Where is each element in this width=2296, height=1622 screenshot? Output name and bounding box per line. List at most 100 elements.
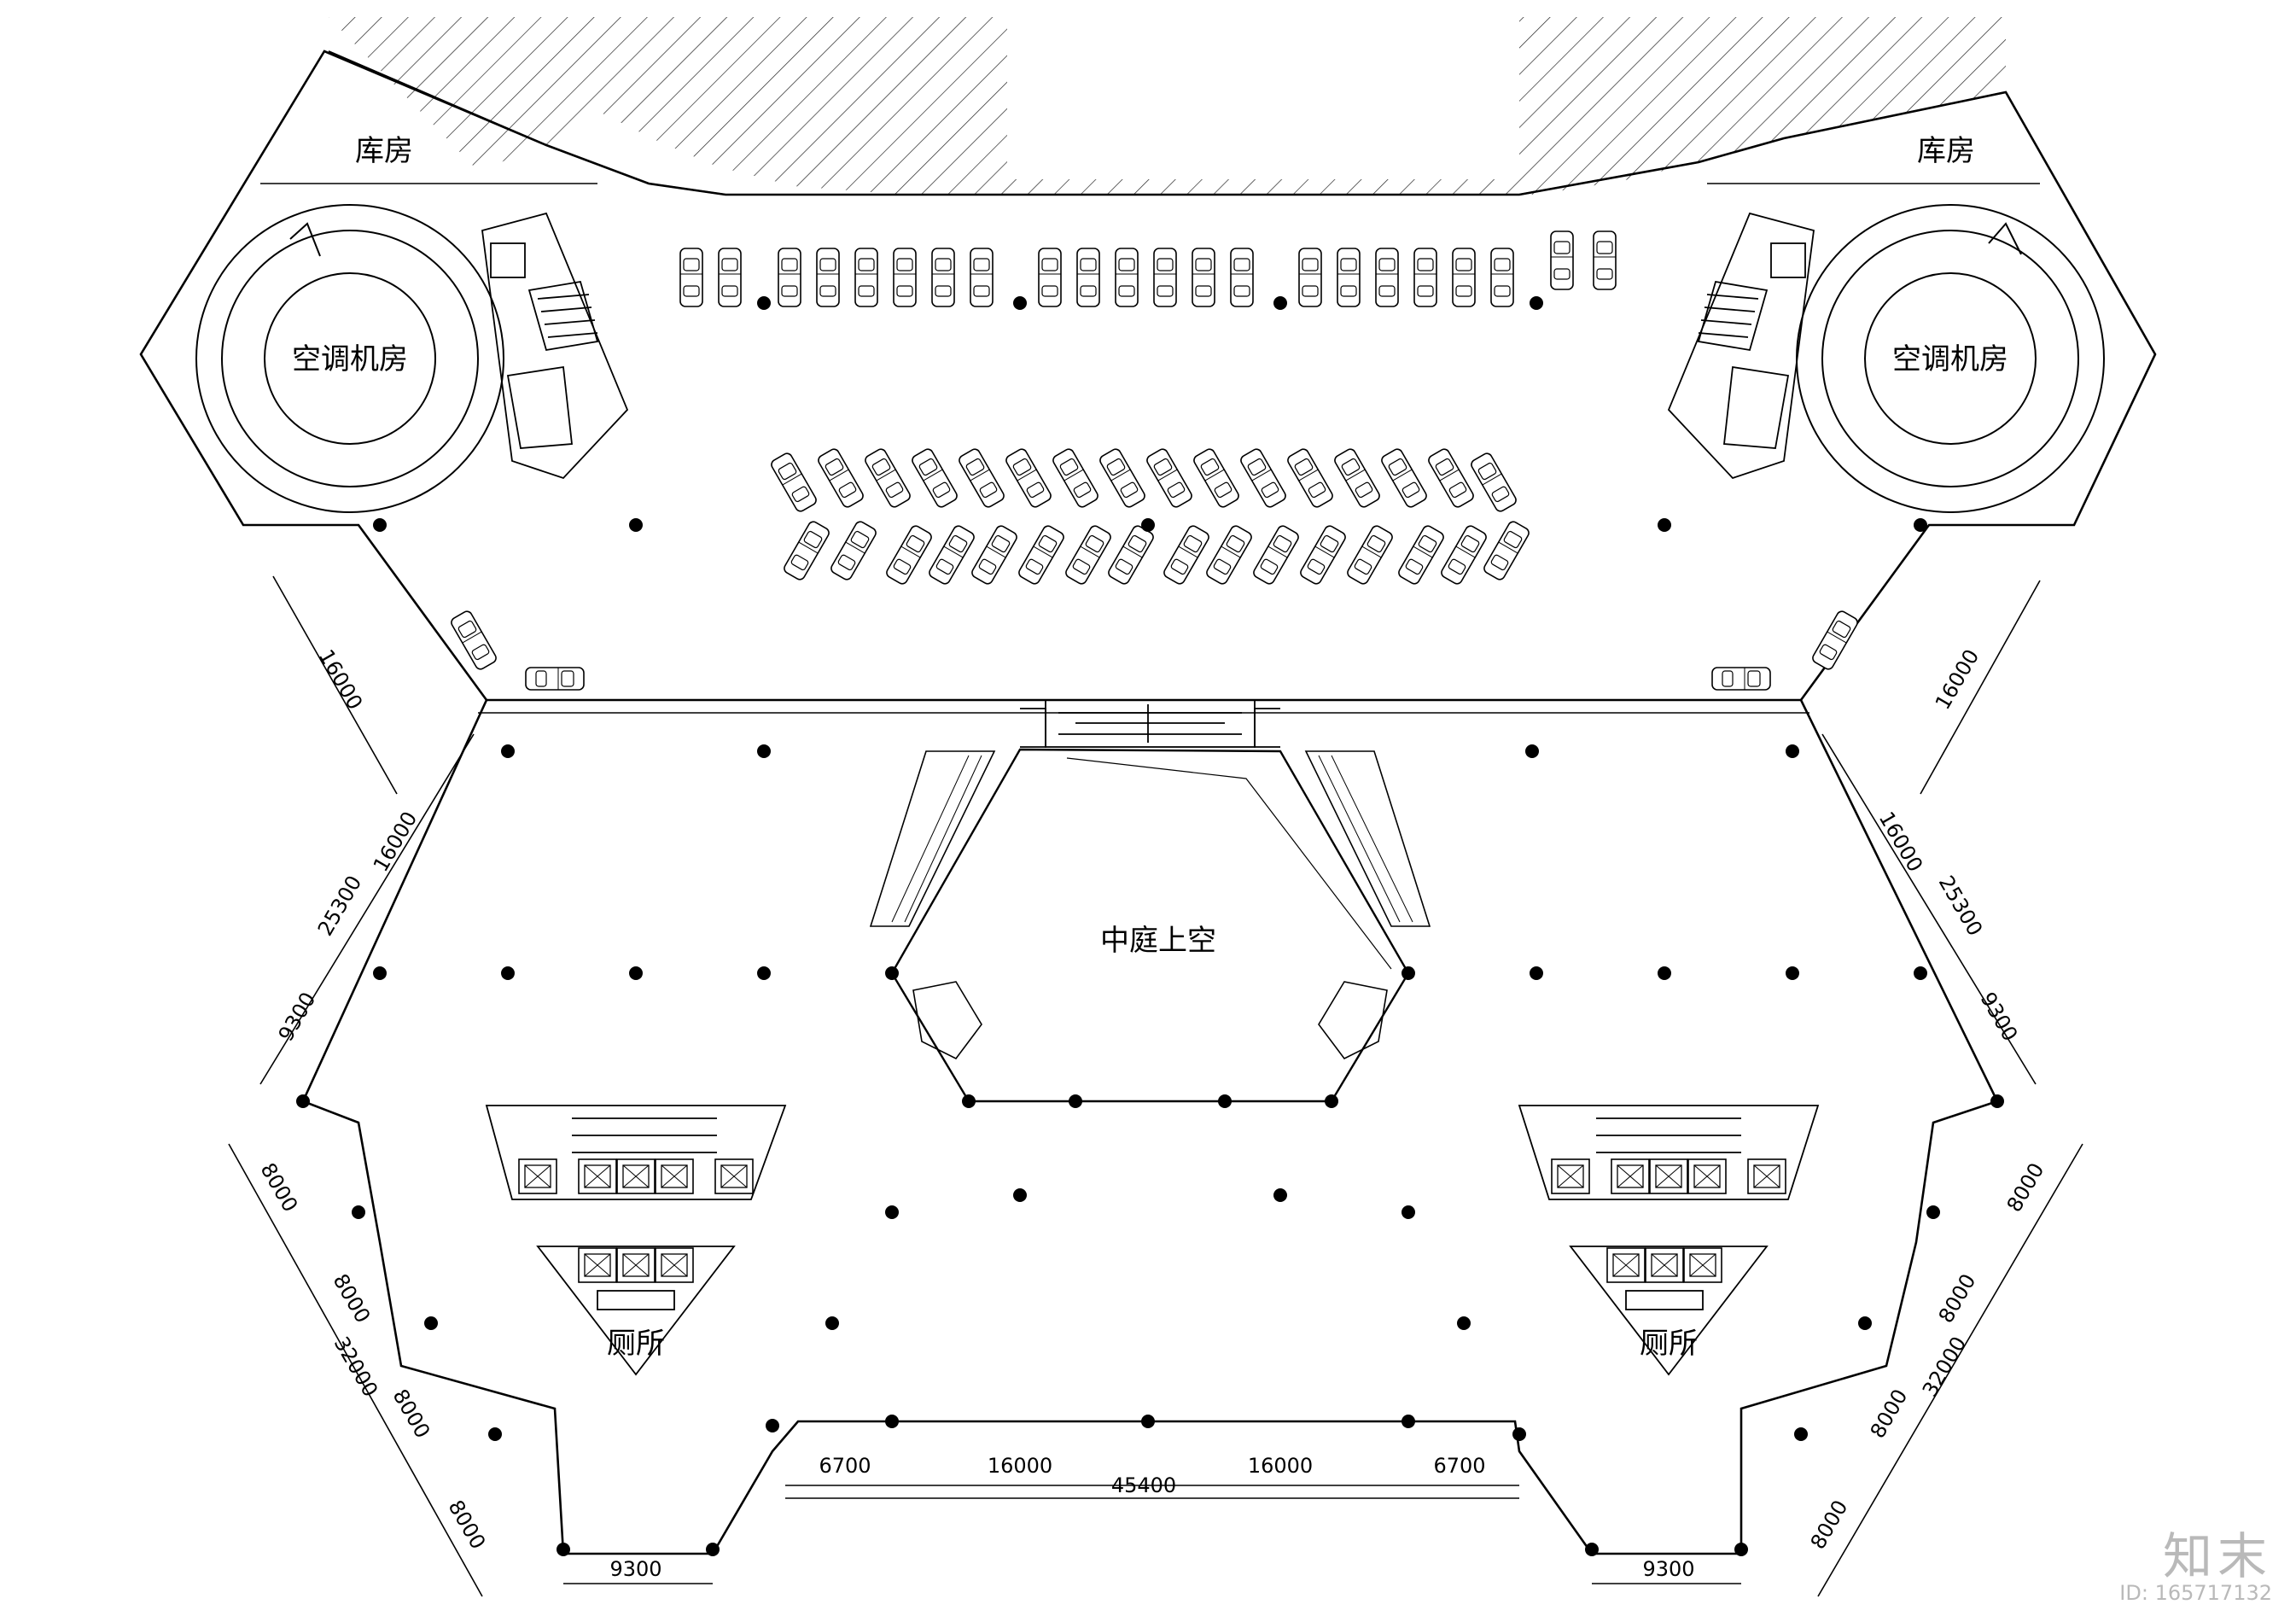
- storage-left-label: 库房: [355, 134, 413, 168]
- column-1: [757, 296, 771, 310]
- dim-right-ramp: 16000: [1931, 645, 1984, 714]
- column-39: [1858, 1316, 1872, 1330]
- column-42: [766, 1419, 779, 1432]
- column-24: [296, 1094, 310, 1108]
- column-30: [352, 1205, 365, 1219]
- watermark-logo: 知末: [2162, 1527, 2272, 1585]
- column-12: [1525, 744, 1539, 758]
- column-48: [706, 1543, 720, 1556]
- dim-bottom-left-width: 9300: [609, 1557, 661, 1581]
- dim-right-diag-1: 8000: [2002, 1159, 2049, 1216]
- column-6: [629, 518, 643, 532]
- atrium-label: 中庭上空: [1100, 924, 1216, 958]
- dim-left-wall-lower: 9300: [274, 989, 321, 1046]
- column-41: [1794, 1427, 1808, 1441]
- column-31: [1013, 1188, 1027, 1202]
- column-21: [1658, 966, 1671, 980]
- watermark-id: ID: 165717132: [2119, 1581, 2272, 1605]
- stair-core-left: [481, 212, 629, 480]
- column-38: [1457, 1316, 1471, 1330]
- dim-left-diag-1: 8000: [256, 1159, 303, 1216]
- dim-right-diag-4: 8000: [1806, 1497, 1853, 1554]
- dimension-lines: [228, 575, 2083, 1597]
- column-8: [1658, 518, 1671, 532]
- dim-bottom-right-width: 9300: [1642, 1557, 1694, 1581]
- column-26: [1069, 1094, 1082, 1108]
- dim-left-diag-3: 8000: [388, 1386, 435, 1443]
- dim-bottom-seg-4: 6700: [1433, 1454, 1485, 1478]
- column-27: [1218, 1094, 1232, 1108]
- column-47: [557, 1543, 570, 1556]
- dim-bottom-seg-1: 6700: [819, 1454, 871, 1478]
- column-7: [1141, 518, 1155, 532]
- dim-right-diag-2: 8000: [1934, 1270, 1981, 1327]
- dim-bottom-total: 45400: [1111, 1473, 1176, 1497]
- toilet-block-left: [536, 1246, 736, 1376]
- column-36: [424, 1316, 438, 1330]
- service-core-left: [485, 1105, 787, 1200]
- column-34: [1401, 1205, 1415, 1219]
- dim-bottom-seg-3: 16000: [1248, 1454, 1313, 1478]
- column-5: [373, 518, 387, 532]
- column-49: [1585, 1543, 1599, 1556]
- parking-row-top: [679, 230, 1617, 307]
- column-23: [1914, 966, 1927, 980]
- column-25: [962, 1094, 976, 1108]
- column-17: [757, 966, 771, 980]
- ac-room-right-label: 空调机房: [1892, 342, 2008, 376]
- column-50: [1734, 1543, 1748, 1556]
- service-core-right: [1518, 1105, 1820, 1200]
- column-33: [885, 1205, 899, 1219]
- dim-left-diag-total: 32000: [329, 1333, 382, 1401]
- structural-columns: [296, 296, 2004, 1556]
- column-46: [1512, 1427, 1526, 1441]
- dim-left-wall-total: 25300: [313, 872, 366, 940]
- watermark: 知末 ID: 165717132: [2119, 1532, 2272, 1605]
- dim-right-wall-lower: 9300: [1976, 989, 2023, 1046]
- toilet-block-right: [1569, 1246, 1769, 1376]
- dim-right-diag-total: 32000: [1918, 1333, 1971, 1401]
- column-10: [501, 744, 515, 758]
- toilet-right-label: 厕所: [1640, 1327, 1698, 1361]
- toilet-left-label: 厕所: [607, 1327, 665, 1361]
- column-9: [1914, 518, 1927, 532]
- column-44: [1141, 1415, 1155, 1428]
- column-28: [1325, 1094, 1338, 1108]
- dim-left-ramp: 16000: [314, 645, 367, 714]
- storage-right-label: 库房: [1917, 134, 1975, 168]
- room-labels: 库房 库房 空调机房 空调机房 中庭上空 厕所 厕所: [292, 134, 2008, 1361]
- column-4: [1530, 296, 1543, 310]
- column-40: [488, 1427, 502, 1441]
- dim-left-diag-4: 8000: [444, 1497, 491, 1554]
- column-16: [629, 966, 643, 980]
- column-3: [1273, 296, 1287, 310]
- column-29: [1990, 1094, 2004, 1108]
- dim-right-diag-3: 8000: [1866, 1386, 1913, 1443]
- dim-left-diag-2: 8000: [329, 1270, 376, 1327]
- column-13: [1786, 744, 1799, 758]
- column-20: [1530, 966, 1543, 980]
- column-14: [373, 966, 387, 980]
- parking-angled-lower: [781, 519, 1532, 586]
- column-18: [885, 966, 899, 980]
- dim-bottom-seg-2: 16000: [988, 1454, 1052, 1478]
- column-2: [1013, 296, 1027, 310]
- column-32: [1273, 1188, 1287, 1202]
- stair-core-right: [1667, 212, 1815, 480]
- ac-room-left-label: 空调机房: [292, 342, 408, 376]
- earth-hatching: [328, 17, 2007, 195]
- central-stair: [1020, 699, 1280, 748]
- column-11: [757, 744, 771, 758]
- column-45: [1401, 1415, 1415, 1428]
- column-22: [1786, 966, 1799, 980]
- column-35: [1926, 1205, 1940, 1219]
- ramp-cars: [448, 609, 1861, 691]
- column-37: [825, 1316, 839, 1330]
- column-43: [885, 1415, 899, 1428]
- column-15: [501, 966, 515, 980]
- column-19: [1401, 966, 1415, 980]
- parking-angled-upper: [768, 446, 1519, 514]
- dim-left-wall-upper: 16000: [369, 808, 422, 876]
- ac-room-left: [195, 204, 504, 513]
